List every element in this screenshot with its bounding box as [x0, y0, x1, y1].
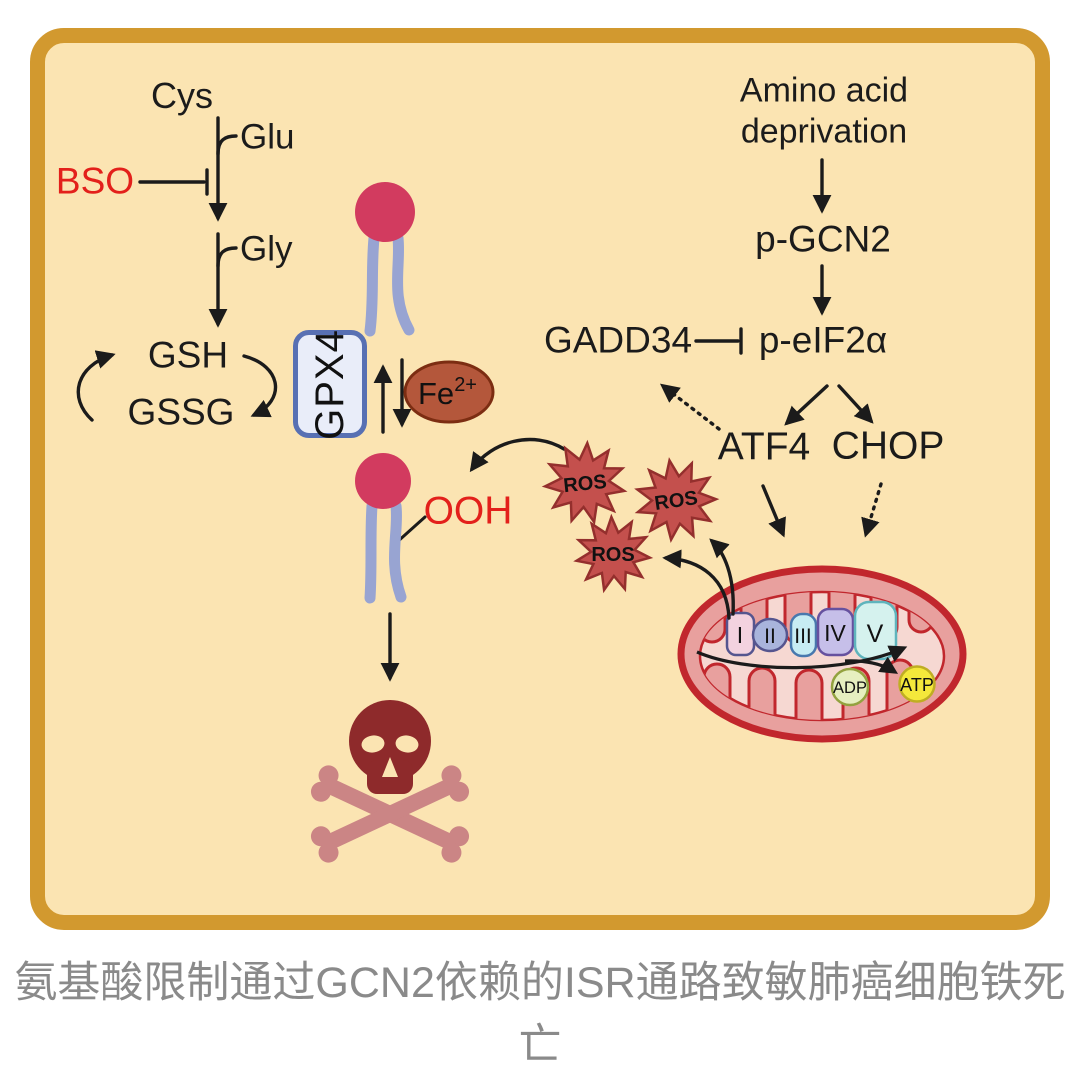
- label-glu: Glu: [240, 117, 295, 157]
- gpx4-enzyme-box: GPX4: [293, 328, 367, 440]
- lipid-peroxide-icon: [355, 453, 411, 604]
- complex-3-label: III: [794, 625, 812, 648]
- electron-flow-arrow: [696, 645, 908, 670]
- adp-to-atp-arrow: [844, 656, 899, 674]
- arrow-peif2a-to-atf4: [784, 384, 829, 426]
- complex-1-label: I: [737, 622, 743, 648]
- adp-label: ADP: [833, 679, 867, 697]
- ros-burst-icon: [634, 457, 720, 544]
- mitochondrion-icon: I II III IV V ADP ATP: [677, 565, 967, 743]
- caption-line-1: 氨基酸限制通过GCN2依赖的ISR通路致敏肺癌细胞铁死: [14, 959, 1066, 1007]
- complex-3-shape: [789, 612, 818, 658]
- branch-glu: [216, 134, 238, 156]
- lipid-icon: [355, 182, 415, 337]
- cycle-arc-right: [242, 354, 278, 418]
- complex-4-label: IV: [824, 620, 846, 646]
- dotted-arrow-atf4-to-gadd34: [659, 383, 721, 431]
- arrow-peif2a-to-chop: [837, 384, 874, 424]
- ros-burst-icon: [573, 513, 654, 594]
- cycle-arc-left: [76, 350, 116, 422]
- label-gadd34: GADD34: [543, 319, 693, 361]
- label-gsh: GSH: [147, 334, 229, 376]
- label-cys: Cys: [151, 75, 213, 116]
- label-bso: BSO: [55, 160, 135, 202]
- ros-burst-icon: [541, 439, 628, 526]
- dotted-arrow-chop-to-mito: [861, 482, 883, 538]
- atp-circle: [898, 665, 936, 703]
- etc-complexes: [725, 600, 898, 661]
- complex-5-label: V: [867, 620, 884, 648]
- arrow-ros-to-lipid: [469, 437, 566, 473]
- atp-label: ATP: [900, 675, 934, 695]
- complex-2-label: II: [764, 625, 776, 648]
- ooh-pointer-line: [394, 515, 427, 545]
- arrow-atf4-to-mito: [761, 484, 786, 538]
- label-gpx4: GPX4: [307, 328, 352, 440]
- ros-label: ROS: [562, 471, 607, 497]
- pathway-panel: [30, 28, 1050, 930]
- label-peif2a: p-eIF2α: [758, 319, 888, 361]
- figure-caption: 氨基酸限制通过GCN2依赖的ISR通路致敏肺癌细胞铁死 亡: [0, 952, 1080, 1077]
- label-gssg: GSSG: [127, 391, 235, 433]
- arrow-mito-to-ros-left: [662, 549, 731, 620]
- label-gly: Gly: [240, 229, 293, 269]
- fe2-ion-icon: Fe2+: [403, 360, 495, 424]
- adp-circle: [830, 667, 870, 707]
- complex-4-shape: [816, 607, 855, 657]
- caption-line-2: 亡: [518, 1021, 562, 1070]
- complex-2-shape: [751, 617, 789, 653]
- label-atf4: ATF4: [717, 425, 811, 469]
- branch-gly: [216, 246, 238, 268]
- arrow-mito-to-ros-up: [709, 538, 735, 616]
- label-chop: CHOP: [831, 424, 945, 468]
- fe2-label: Fe2+: [418, 374, 477, 411]
- skull-crossbones-icon: [310, 700, 470, 863]
- label-amino-acid-deprivation: Amino acid deprivation: [739, 71, 909, 151]
- ros-label: ROS: [591, 544, 634, 566]
- label-pgcn2: p-GCN2: [755, 218, 891, 260]
- ros-burst-group: ROS ROS ROS: [541, 439, 720, 594]
- label-ooh: OOH: [423, 489, 513, 533]
